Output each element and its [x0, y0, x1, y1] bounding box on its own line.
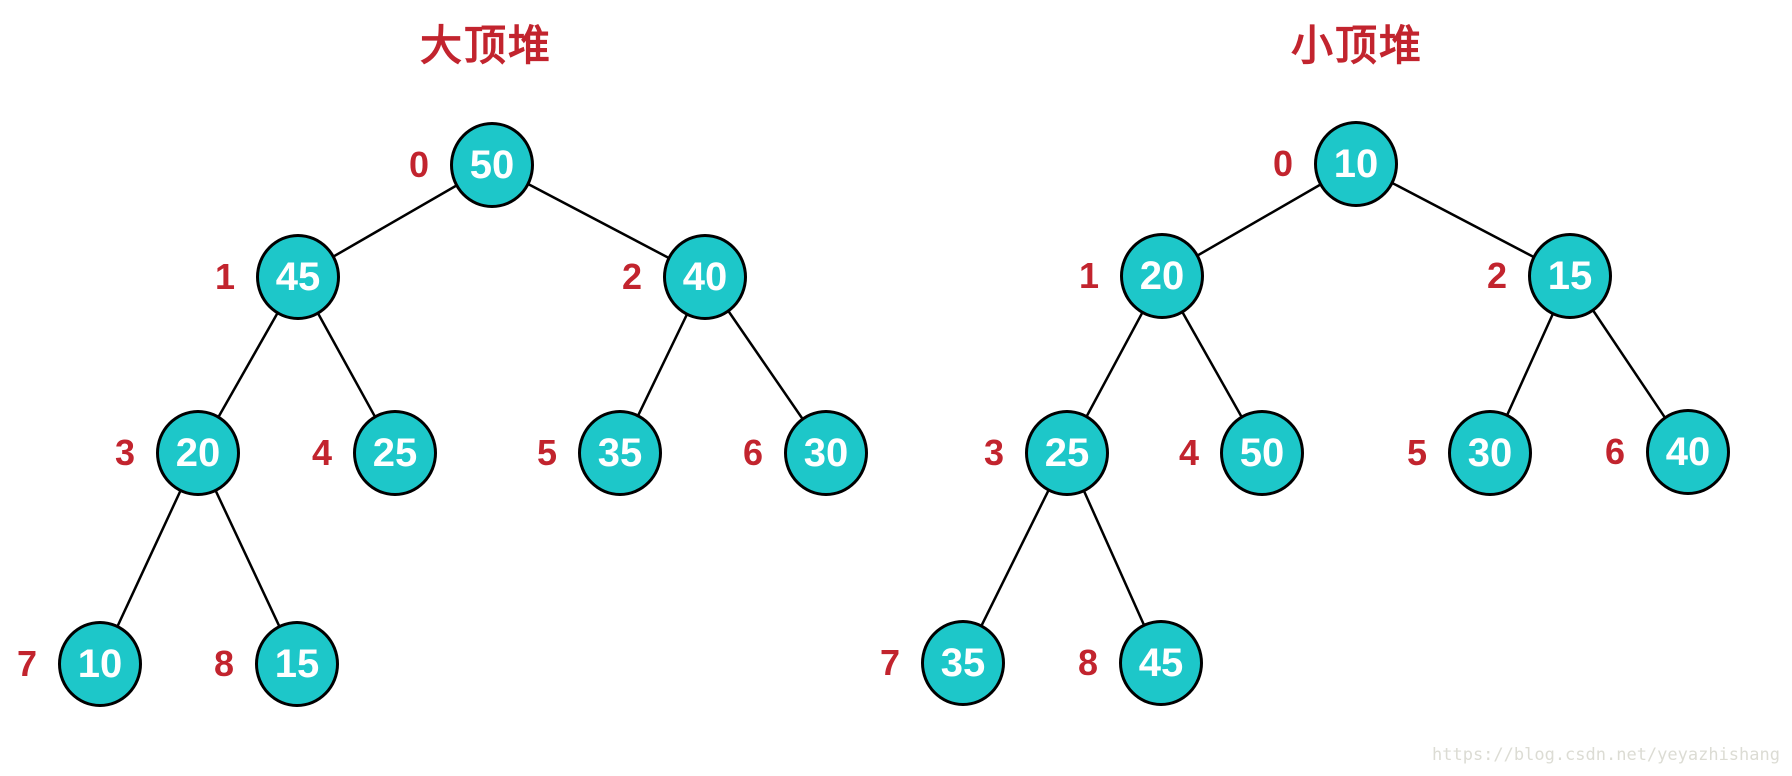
heap-node-index: 4: [1178, 432, 1200, 473]
min-heap-title: 小顶堆: [1290, 22, 1423, 69]
watermark-url: https://blog.csdn.net/yeyazhishang: [1432, 745, 1780, 765]
heap-node-max-heap-8: 15: [255, 621, 339, 707]
heap-node-value: 40: [1665, 430, 1711, 474]
heap-node-value: 45: [1138, 641, 1184, 685]
heap-node-index: 7: [16, 643, 38, 684]
heap-node-index: 2: [1486, 255, 1508, 296]
heap-node-value: 20: [1139, 254, 1185, 298]
heap-node-index: 4: [311, 432, 333, 473]
heap-node-index: 5: [1406, 432, 1428, 473]
heap-node-value: 50: [469, 143, 515, 187]
heap-node-min-heap-6: 40: [1646, 409, 1730, 495]
heap-node-index: 1: [1078, 255, 1100, 296]
heap-node-value: 40: [682, 255, 728, 299]
heap-node-value: 45: [275, 255, 321, 299]
heap-node-min-heap-3: 25: [1025, 410, 1109, 496]
heap-node-value: 25: [372, 431, 418, 475]
heap-node-min-heap-1: 20: [1120, 233, 1204, 319]
heap-node-value: 30: [803, 431, 849, 475]
heap-node-index: 5: [536, 432, 558, 473]
heap-node-index: 0: [1272, 143, 1294, 184]
heap-node-value: 30: [1467, 431, 1513, 475]
heap-node-min-heap-7: 35: [921, 620, 1005, 706]
heap-node-max-heap-4: 25: [353, 410, 437, 496]
heap-node-max-heap-7: 10: [58, 621, 142, 707]
heap-node-value: 10: [1333, 142, 1379, 186]
heap-node-min-heap-5: 30: [1448, 410, 1532, 496]
heap-node-max-heap-3: 20: [156, 410, 240, 496]
heap-node-index: 6: [1604, 431, 1626, 472]
heap-node-max-heap-0: 50: [450, 122, 534, 208]
heap-node-index: 1: [214, 256, 236, 297]
heap-node-max-heap-2: 40: [663, 234, 747, 320]
heap-node-value: 35: [940, 641, 986, 685]
heap-node-max-heap-5: 35: [578, 410, 662, 496]
heap-node-value: 25: [1044, 431, 1090, 475]
heap-node-index: 8: [213, 643, 235, 684]
heap-node-max-heap-1: 45: [256, 234, 340, 320]
heap-node-min-heap-2: 15: [1528, 233, 1612, 319]
heap-node-min-heap-8: 45: [1119, 620, 1203, 706]
heap-node-index: 3: [983, 432, 1005, 473]
heap-node-index: 7: [879, 642, 901, 683]
heap-node-min-heap-4: 50: [1220, 410, 1304, 496]
heap-node-index: 8: [1077, 642, 1099, 683]
heap-node-value: 50: [1239, 431, 1285, 475]
heap-node-index: 0: [408, 144, 430, 185]
heap-node-value: 15: [1547, 254, 1593, 298]
heap-node-index: 3: [114, 432, 136, 473]
max-heap-title: 大顶堆: [419, 22, 552, 69]
heap-node-value: 20: [175, 431, 221, 475]
heap-node-value: 15: [274, 642, 320, 686]
heap-node-index: 2: [621, 256, 643, 297]
heap-node-max-heap-6: 30: [784, 410, 868, 496]
heap-node-min-heap-0: 10: [1314, 121, 1398, 207]
heap-node-index: 6: [742, 432, 764, 473]
heap-node-value: 35: [597, 431, 643, 475]
heap-node-value: 10: [77, 642, 123, 686]
